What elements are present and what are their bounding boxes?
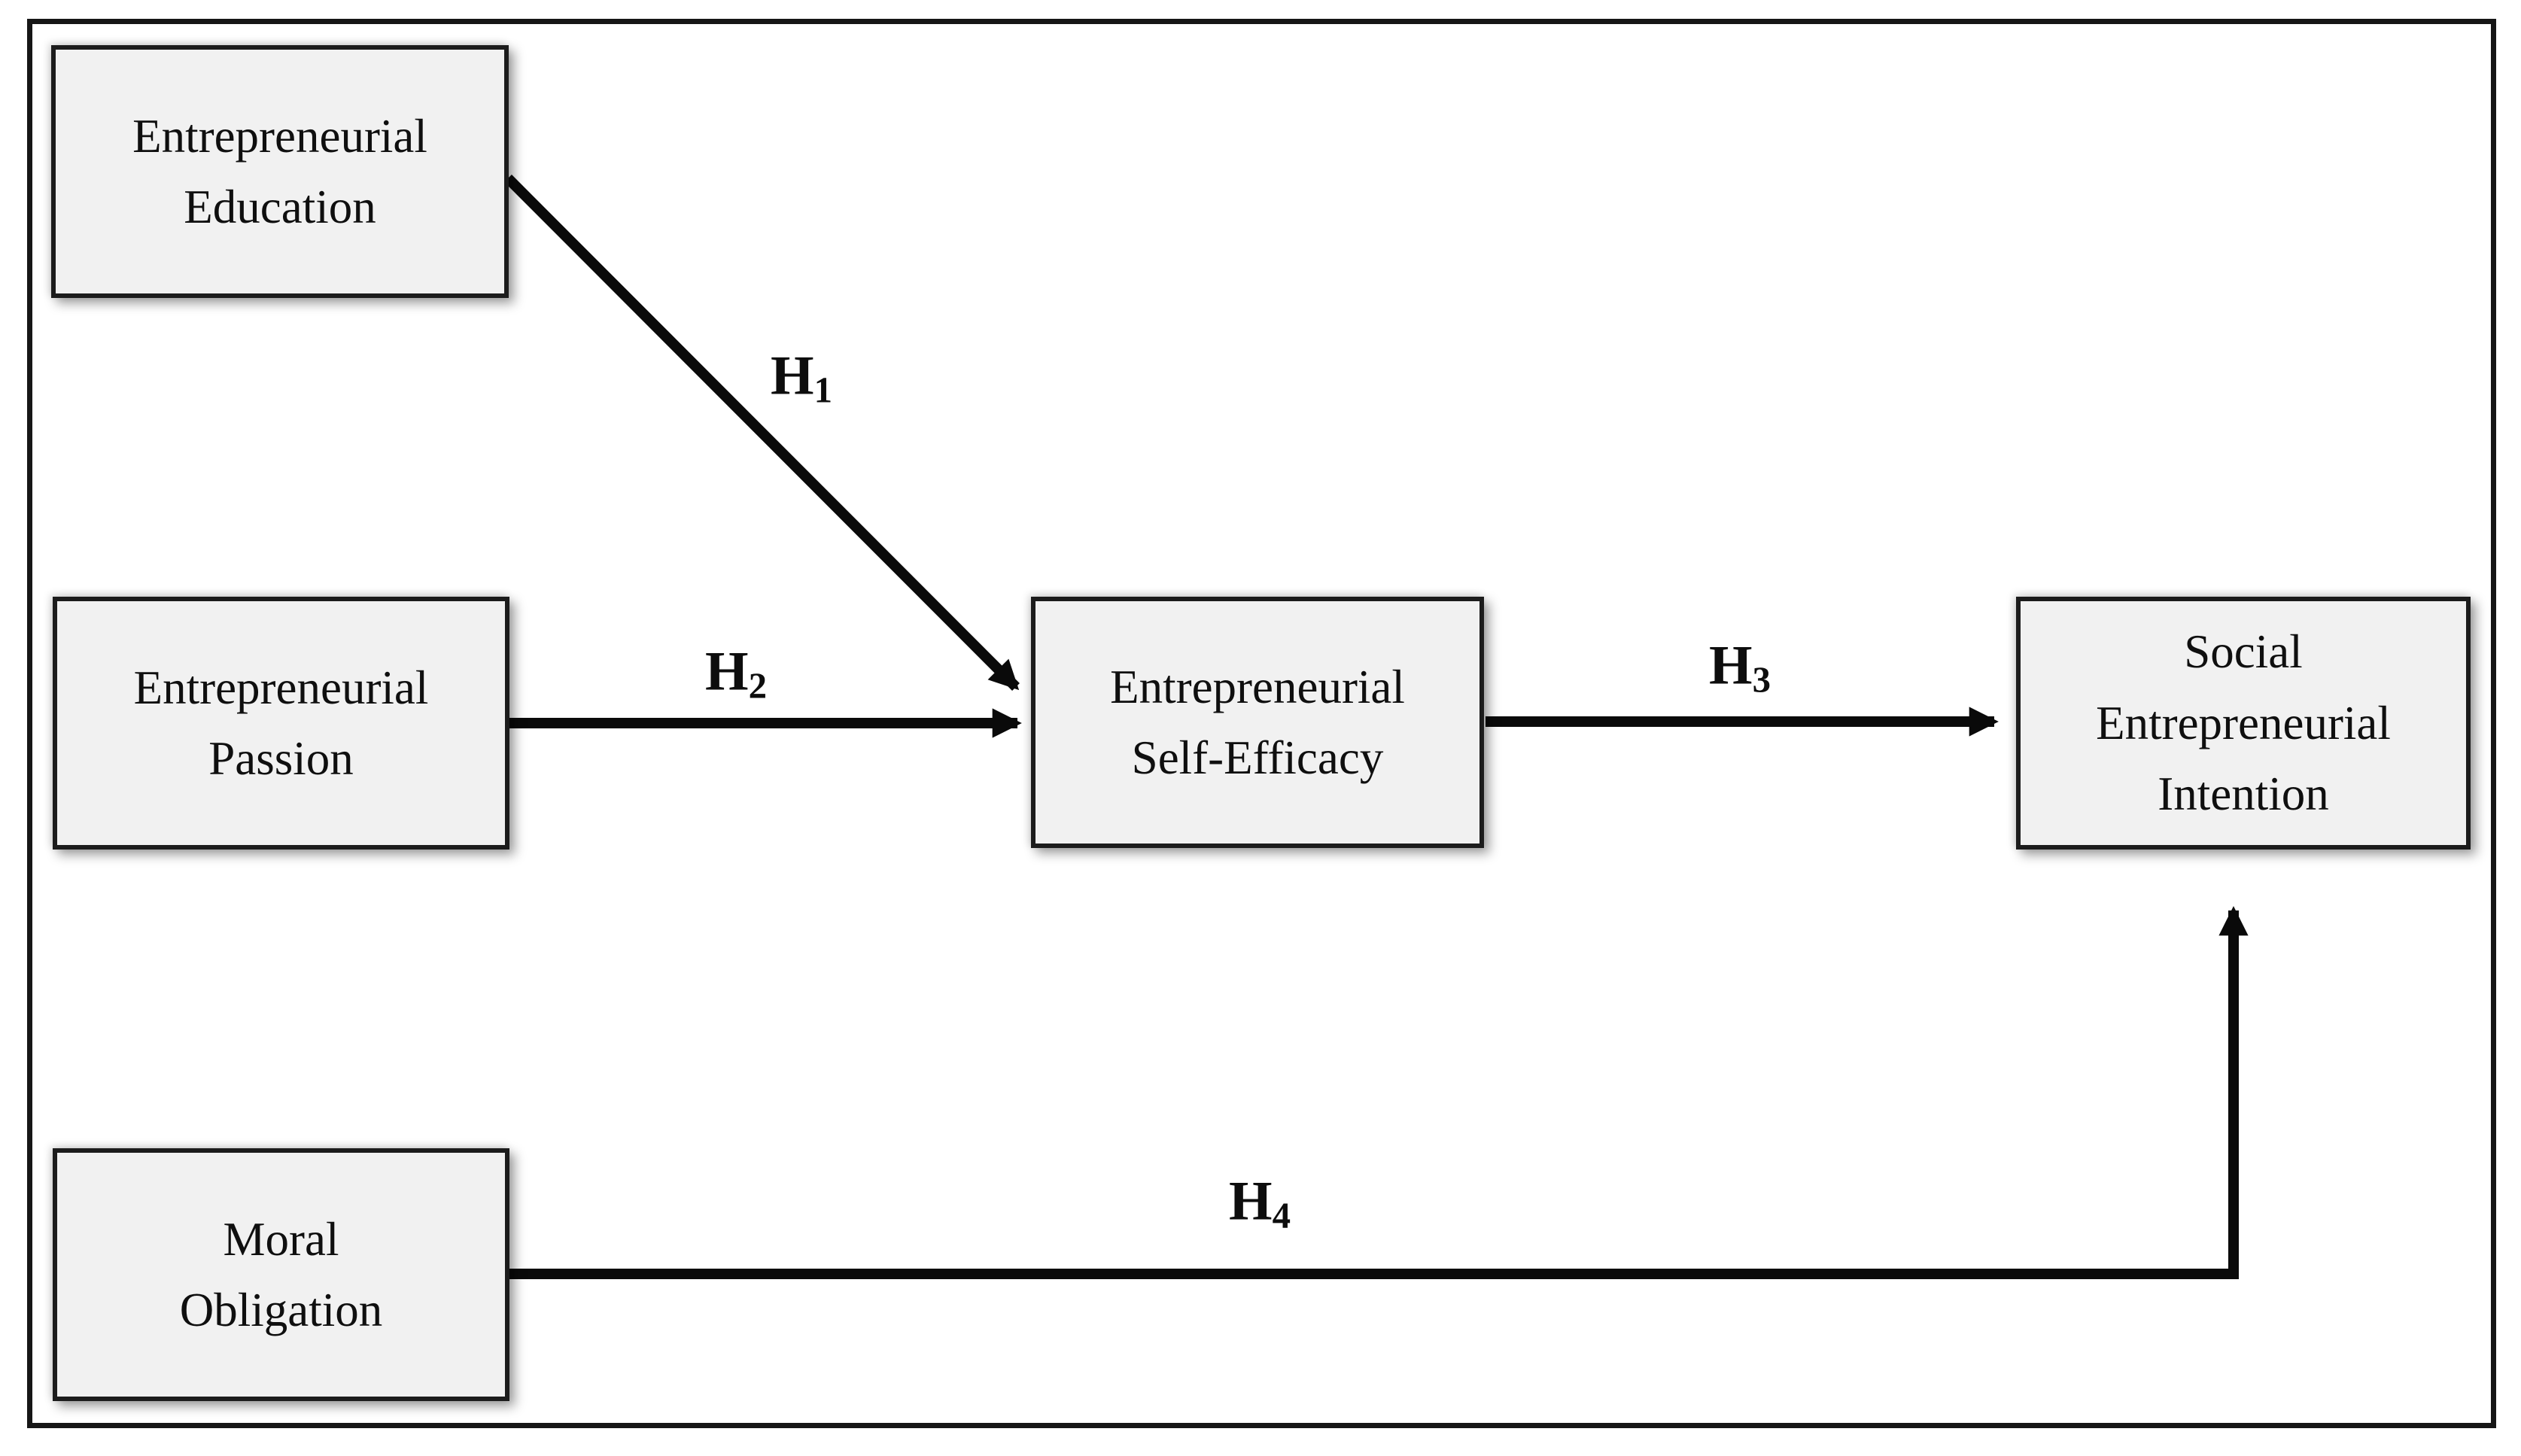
node-label-line: Obligation (179, 1284, 383, 1336)
node-label-line: Intention (2158, 768, 2329, 821)
node-label-line: Passion (208, 732, 354, 785)
node-entrepreneurial-education: Entrepreneurial Education (51, 45, 509, 298)
hypothesis-h3-subscript: 3 (1752, 658, 1771, 701)
h1-arrow (504, 175, 1020, 691)
node-label-line: Entrepreneurial (133, 661, 429, 714)
h4-arrow (509, 906, 2249, 1279)
node-label-line: Self-Efficacy (1131, 731, 1384, 784)
node-label-line: Social (2184, 625, 2303, 679)
hypothesis-h4-base: H (1229, 1170, 1273, 1233)
hypothesis-h1-base: H (771, 345, 814, 407)
hypothesis-h2-base: H (705, 640, 749, 703)
hypothesis-label-h3: H3 (1709, 634, 1771, 701)
node-label-line: Moral (223, 1212, 339, 1266)
node-moral-obligation: Moral Obligation (53, 1148, 509, 1401)
node-social-entrepreneurial-intention: Social Entrepreneurial Intention (2016, 597, 2471, 850)
hypothesis-h4-subscript: 4 (1272, 1194, 1291, 1236)
node-entrepreneurial-self-efficacy: Entrepreneurial Self-Efficacy (1031, 597, 1484, 848)
hypothesis-label-h4: H4 (1229, 1170, 1291, 1236)
hypothesis-h1-subscript: 1 (813, 369, 832, 411)
hypothesis-label-h2: H2 (705, 640, 767, 707)
node-label-line: Entrepreneurial (1110, 660, 1405, 713)
node-label-line: Entrepreneurial (132, 109, 427, 163)
node-label-line: Education (184, 181, 376, 233)
node-entrepreneurial-passion: Entrepreneurial Passion (53, 597, 509, 850)
diagram-frame (27, 19, 2496, 1428)
node-label-line: Entrepreneurial (2096, 696, 2391, 749)
hypothesis-h3-base: H (1709, 634, 1753, 697)
hypothesis-h2-subscript: 2 (748, 664, 767, 707)
hypothesis-label-h1: H1 (771, 345, 832, 411)
